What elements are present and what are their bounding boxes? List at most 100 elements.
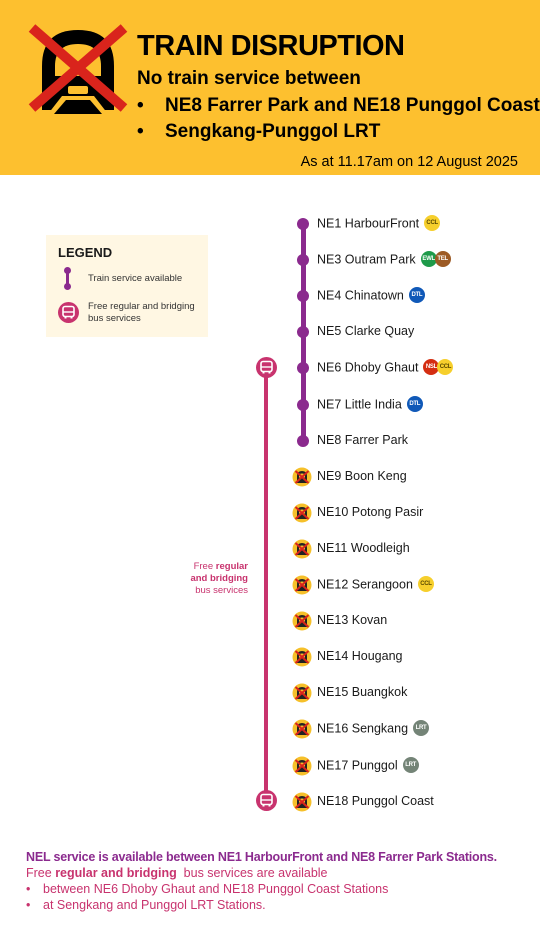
line-badge-icon: TEL xyxy=(434,251,451,267)
station-name: NE1 HarbourFront CCL xyxy=(317,215,441,232)
station-dot-icon xyxy=(297,362,309,374)
footer-bullet: between NE6 Dhoby Ghaut and NE18 Punggol… xyxy=(26,882,526,896)
station-row: NE9 Boon Keng xyxy=(0,467,540,487)
bus-icon xyxy=(256,790,277,811)
station-label: NE6 Dhoby Ghaut xyxy=(317,360,419,375)
station-label: NE9 Boon Keng xyxy=(317,469,407,483)
station-name: NE14 Hougang xyxy=(317,649,402,663)
station-row: NE8 Farrer Park xyxy=(0,431,540,451)
station-label: NE15 Buangkok xyxy=(317,685,408,699)
no-service-icon xyxy=(292,756,312,776)
line-badge-icon: LRT xyxy=(402,757,419,773)
disruption-subtitle: No train service between xyxy=(137,68,361,89)
station-label: NE10 Potong Pasir xyxy=(317,505,424,519)
station-label: NE13 Kovan xyxy=(317,613,388,627)
station-label: NE1 HarbourFront xyxy=(317,216,420,231)
no-service-icon xyxy=(292,792,312,812)
line-badge-icon: NSL xyxy=(423,359,440,375)
bus-note-text: bus services xyxy=(195,585,248,596)
station-row: NE12 Serangoon CCL xyxy=(0,575,540,595)
line-badge-icon: CCL xyxy=(437,359,454,375)
footer-bus-text: Free xyxy=(26,866,56,880)
no-service-icon xyxy=(292,683,312,703)
train-line-legend-icon xyxy=(64,267,71,290)
station-label: NE18 Punggol Coast xyxy=(317,794,434,808)
station-row: NE18 Punggol Coast xyxy=(0,792,540,812)
no-service-icon xyxy=(292,467,312,487)
no-service-icon xyxy=(292,539,312,559)
station-row: NE7 Little India DTL xyxy=(0,395,540,415)
bus-legend-icon xyxy=(58,302,79,323)
bus-service-line xyxy=(264,367,268,801)
bus-note-text: Free xyxy=(193,561,216,572)
station-row: NE14 Hougang xyxy=(0,647,540,667)
no-service-icon xyxy=(292,719,312,739)
bus-icon xyxy=(256,357,277,378)
station-label: NE14 Hougang xyxy=(317,649,403,663)
station-name: NE7 Little India DTL xyxy=(317,396,423,413)
station-name: NE13 Kovan xyxy=(317,613,387,627)
legend-train-label: Train service available xyxy=(88,273,183,284)
train-crossed-out-icon xyxy=(28,24,128,114)
station-name: NE9 Boon Keng xyxy=(317,469,407,483)
station-row: NE5 Clarke Quay xyxy=(0,322,540,342)
legend-box: LEGEND Train service available Free regu… xyxy=(46,235,208,337)
station-dot-icon xyxy=(297,435,309,447)
station-dot-icon xyxy=(297,218,309,230)
line-badge-icon: CCL xyxy=(424,215,441,231)
station-name: NE18 Punggol Coast xyxy=(317,794,434,808)
station-name: NE15 Buangkok xyxy=(317,685,407,699)
footer-bus-note: Free regular and bridging bus services a… xyxy=(26,866,526,880)
page-title: TRAIN DISRUPTION xyxy=(137,30,405,62)
station-row: NE1 HarbourFront CCL xyxy=(0,214,540,234)
disruption-bullet-text: Sengkang-Punggol LRT xyxy=(165,121,381,142)
line-badge-icon: DTL xyxy=(406,396,423,412)
station-label: NE11 Woodleigh xyxy=(317,541,410,555)
station-label: NE12 Serangoon xyxy=(317,577,413,592)
station-name: NE16 Sengkang LRT xyxy=(317,720,430,737)
station-label: NE3 Outram Park xyxy=(317,252,416,267)
station-name: NE11 Woodleigh xyxy=(317,541,410,555)
disruption-bullet: •NE8 Farrer Park and NE18 Punggol Coast xyxy=(137,95,540,116)
bus-note-bold: regular xyxy=(215,561,248,572)
station-dot-icon xyxy=(297,290,309,302)
station-row: NE15 Buangkok xyxy=(0,683,540,703)
no-service-icon xyxy=(292,611,312,631)
station-dot-icon xyxy=(297,254,309,266)
station-row: NE11 Woodleigh xyxy=(0,539,540,559)
footer-bus-bold: regular and bridging xyxy=(55,866,177,880)
line-badge-icon: DTL xyxy=(408,287,425,303)
station-label: NE8 Farrer Park xyxy=(317,433,408,447)
disruption-bullet-text: NE8 Farrer Park and NE18 Punggol Coast xyxy=(165,95,540,116)
bus-note-bold: and bridging xyxy=(190,573,248,584)
station-label: NE7 Little India xyxy=(317,397,402,412)
no-service-icon xyxy=(292,575,312,595)
line-badge-icon: CCL xyxy=(417,576,434,592)
disruption-bullet: •Sengkang-Punggol LRT xyxy=(137,121,381,142)
line-badge-icon: LRT xyxy=(413,720,430,736)
disruption-header: TRAIN DISRUPTION No train service betwee… xyxy=(0,0,540,175)
station-dot-icon xyxy=(297,326,309,338)
legend-bus-label: Free regular and bridging bus services xyxy=(88,301,195,324)
station-label: NE5 Clarke Quay xyxy=(317,324,415,338)
station-row: NE16 Sengkang LRT xyxy=(0,719,540,739)
station-row: NE10 Potong Pasir xyxy=(0,503,540,523)
footer-bullet: at Sengkang and Punggol LRT Stations. xyxy=(26,898,526,912)
station-dot-icon xyxy=(297,399,309,411)
footer-service-note: NEL service is available between NE1 Har… xyxy=(26,850,497,864)
footer-bus-text: bus services are available xyxy=(176,866,328,880)
station-name: NE10 Potong Pasir xyxy=(317,505,423,519)
station-name: NE5 Clarke Quay xyxy=(317,324,414,338)
no-service-icon xyxy=(292,503,312,523)
station-label: NE16 Sengkang xyxy=(317,721,409,736)
line-badge-icon: EWL xyxy=(420,251,437,267)
bus-service-note: Free regular and bridging bus services xyxy=(178,561,248,597)
footer-notes: NEL service is available between NE1 Har… xyxy=(26,850,526,912)
